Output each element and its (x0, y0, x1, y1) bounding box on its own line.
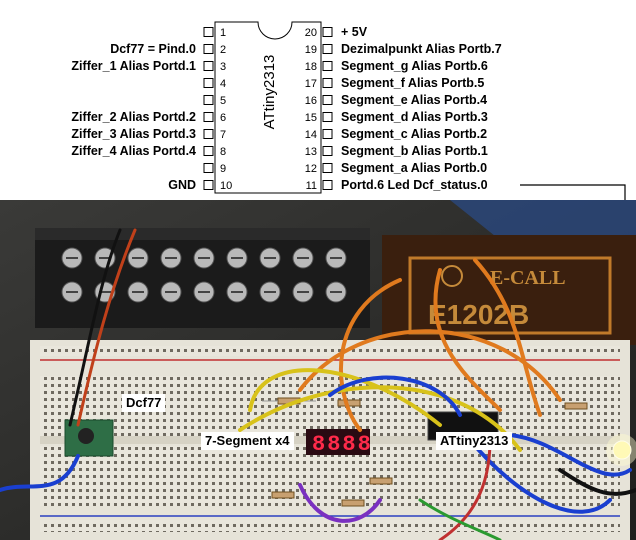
pin-pad (203, 78, 214, 88)
pin-number: 19 (305, 44, 317, 56)
pin-pad (203, 129, 214, 139)
pin-pad (203, 27, 214, 37)
pin-number: 14 (305, 129, 317, 141)
dcf77-callout: Dcf77 (122, 394, 166, 412)
dcf77-module (64, 419, 114, 457)
left-pin-6: 6 Ziffer_2 Alias Portd.2 (71, 110, 226, 124)
breadboard-photo: E-CALL E1202B 8888 (0, 200, 636, 540)
pin-number: 6 (220, 112, 226, 124)
right-pin-13: 13 Segment_b Alias Portb.1 (305, 144, 488, 158)
chip-name: ATtiny2313 (261, 55, 278, 130)
pin-label: Dcf77 = Pind.0 (110, 42, 196, 56)
pin-pad (203, 163, 214, 173)
right-pin-11: 11 Portd.6 Led Dcf_status.0 (306, 178, 488, 192)
right-pin-19: 19 Dezimalpunkt Alias Portb.7 (305, 42, 502, 56)
pin-number: 13 (305, 146, 317, 158)
pin-number: 2 (220, 44, 226, 56)
pin-label: Ziffer_2 Alias Portd.2 (71, 110, 196, 124)
left-pin-7: 7 Ziffer_3 Alias Portd.3 (71, 127, 226, 141)
pin-label: Portd.6 Led Dcf_status.0 (341, 178, 488, 192)
led-status-leader-line (520, 184, 626, 200)
pin-label: Segment_g Alias Portb.6 (341, 59, 488, 73)
right-pin-17: 17 Segment_f Alias Portb.5 (305, 76, 485, 90)
ecall-brand-text: E-CALL (490, 267, 566, 289)
pin-number: 15 (305, 112, 317, 124)
pin-pad (322, 129, 333, 139)
pin-number: 9 (220, 163, 226, 175)
terminal-block (35, 228, 370, 328)
pin-number: 17 (305, 78, 317, 90)
pin-label: Dezimalpunkt Alias Portb.7 (341, 42, 502, 56)
left-pin-group: 1 2 Dcf77 = Pind.0 3 Ziffer_1 Alias Portd.1 4… (71, 27, 232, 192)
pin-label: Segment_e Alias Portb.4 (341, 93, 487, 107)
seven-segment-display: 8888 (306, 429, 373, 457)
pin-pad (322, 61, 333, 71)
wires (0, 228, 636, 540)
pin-label: Segment_c Alias Portb.2 (341, 127, 487, 141)
pin-number: 12 (305, 163, 317, 175)
pin-number: 3 (220, 61, 226, 73)
pin-number: 10 (220, 180, 232, 192)
status-led (612, 440, 632, 460)
pin-pad (203, 146, 214, 156)
pin-pad (203, 180, 214, 190)
pin-label: Ziffer_4 Alias Portd.4 (71, 144, 196, 158)
pin-pad (203, 112, 214, 122)
pin-pad (322, 44, 333, 54)
right-pin-18: 18 Segment_g Alias Portb.6 (305, 59, 488, 73)
pin-pad (203, 95, 214, 105)
pin-label: Ziffer_3 Alias Portd.3 (71, 127, 196, 141)
pin-pad (203, 44, 214, 54)
pin-number: 7 (220, 129, 226, 141)
pin-pad (203, 61, 214, 71)
left-pin-8: 8 Ziffer_4 Alias Portd.4 (71, 144, 226, 158)
pin-number: 5 (220, 95, 226, 107)
right-pin-16: 16 Segment_e Alias Portb.4 (305, 93, 487, 107)
left-pin-9: 9 (203, 163, 226, 175)
left-pin-4: 4 (203, 78, 226, 90)
pin-label: Segment_a Alias Portb.0 (341, 161, 487, 175)
pin-label: Ziffer_1 Alias Portd.1 (71, 59, 196, 73)
pin-label: GND (168, 178, 196, 192)
pin-pad (322, 112, 333, 122)
pin-number: 4 (220, 78, 226, 90)
left-pin-5: 5 (203, 95, 226, 107)
left-pin-10: 10 GND (168, 178, 232, 192)
pin-label: Segment_b Alias Portb.1 (341, 144, 488, 158)
pin-number: 11 (306, 180, 317, 192)
pin-pad (322, 78, 333, 88)
chip-body (214, 21, 322, 194)
right-pin-12: 12 Segment_a Alias Portb.0 (305, 161, 487, 175)
pin-pad (322, 163, 333, 173)
left-pin-2: 2 Dcf77 = Pind.0 (110, 42, 226, 56)
resistors (262, 397, 588, 507)
seven-segment-digits: 8888 (312, 432, 373, 457)
pin-number: 20 (305, 27, 317, 39)
left-pin-1: 1 (203, 27, 226, 39)
pin-pad (322, 95, 333, 105)
pin-number: 1 (220, 27, 226, 39)
seven-segment-callout: 7-Segment x4 (201, 432, 294, 450)
right-pin-14: 14 Segment_c Alias Portb.2 (305, 127, 487, 141)
left-pin-3: 3 Ziffer_1 Alias Portd.1 (71, 59, 226, 73)
ecall-board: E-CALL E1202B (382, 235, 636, 345)
pin-number: 8 (220, 146, 226, 158)
pin-label: Segment_d Alias Portb.3 (341, 110, 488, 124)
right-pin-20: 20 + 5V (305, 25, 368, 39)
right-pin-15: 15 Segment_d Alias Portb.3 (305, 110, 488, 124)
pin-number: 18 (305, 61, 317, 73)
pin-label: + 5V (341, 25, 368, 39)
pin-pad (322, 180, 333, 190)
pin-label: Segment_f Alias Portb.5 (341, 76, 484, 90)
attiny-callout: ATtiny2313 (436, 432, 513, 450)
pin-number: 16 (305, 95, 317, 107)
pin-pad (322, 27, 333, 37)
pin-pad (322, 146, 333, 156)
